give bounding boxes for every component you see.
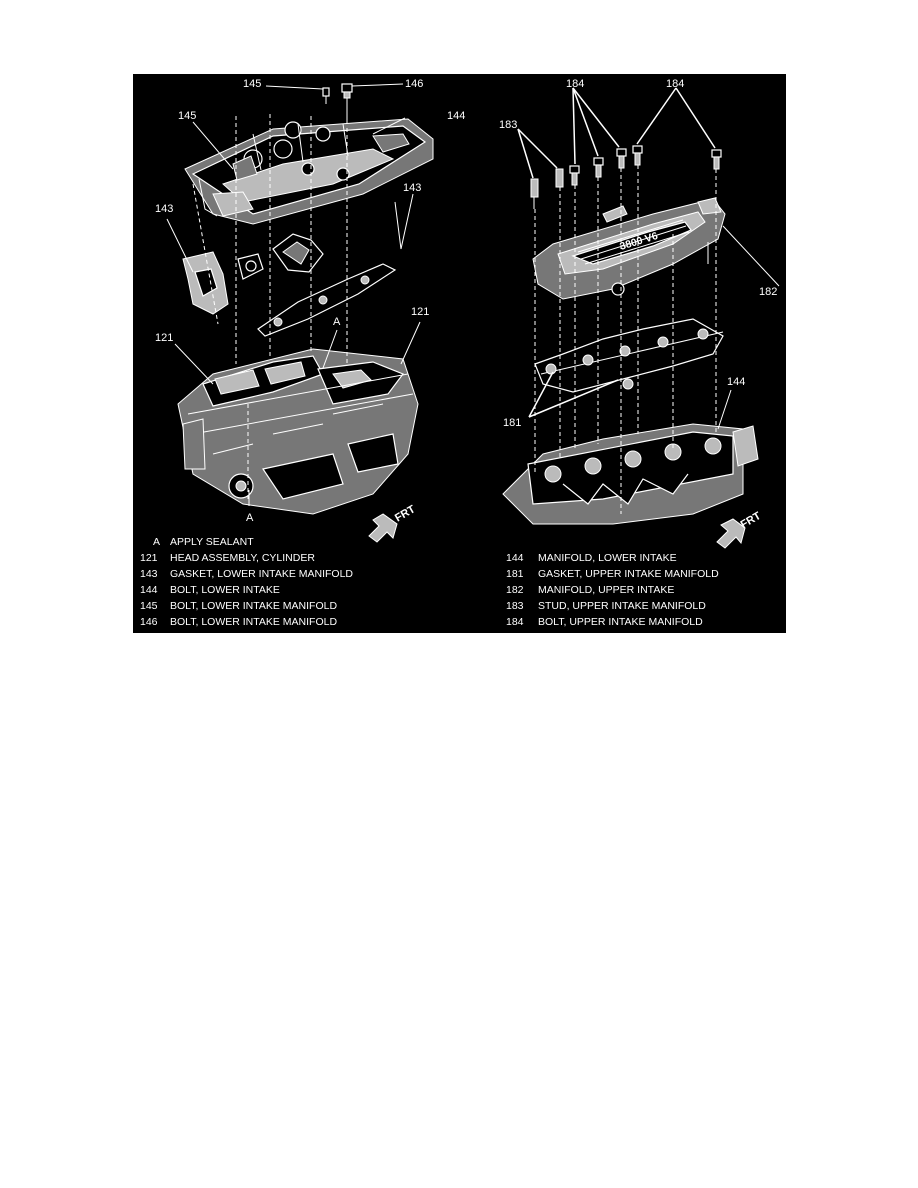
legend-code: 184 [506,616,524,628]
diagram-artwork: FRT 145 146 145 144 143 143 121 121 A A [140,78,780,628]
legend-description: MANIFOLD, LOWER INTAKE [538,552,677,564]
bolts-184 [569,145,722,186]
legend-code: 182 [506,584,524,596]
upper-intake-manifold-182: 3800 V6 [532,197,726,300]
callout-184-right: 184 [666,78,684,90]
legend-code: 144 [140,584,158,596]
legend-description: BOLT, LOWER INTAKE [170,584,280,596]
gasket-143-left [182,251,264,315]
callout-145-top: 145 [243,78,261,90]
legend-description: BOLT, LOWER INTAKE MANIFOLD [170,600,337,612]
callout-144: 144 [727,376,745,388]
callout-145: 145 [178,110,196,122]
bolt-145-top [322,87,330,104]
legend-description: STUD, UPPER INTAKE MANIFOLD [538,600,706,612]
left-alignment-lines [192,114,402,499]
lower-intake-manifold [184,118,434,225]
legend-description: MANIFOLD, UPPER INTAKE [538,584,674,596]
gasket-181 [534,318,724,393]
callout-121-left: 121 [155,332,173,344]
frt-label-left: FRT [393,503,418,524]
left-leader-lines [166,83,421,506]
frt-arrow-right: FRT [716,510,764,549]
right-panel-upper-intake: 3800 V6 [499,78,780,549]
legend-code: 121 [140,552,158,564]
lower-intake-manifold-144 [502,423,759,525]
cylinder-head-121 [177,348,419,515]
legend-left: A APPLY SEALANT 121 HEAD ASSEMBLY, CYLINDER… [140,536,353,628]
legend-description: GASKET, LOWER INTAKE MANIFOLD [170,568,353,580]
legend-description: BOLT, UPPER INTAKE MANIFOLD [538,616,703,628]
callout-146: 146 [405,78,423,90]
legend-right: 144 MANIFOLD, LOWER INTAKE 181 GASKET, UPPE… [506,552,719,628]
legend-code: 144 [506,552,524,564]
legend-description: BOLT, LOWER INTAKE MANIFOLD [170,616,337,628]
gasket-143-right [257,233,397,337]
left-panel-lower-intake: FRT 145 146 145 144 143 143 121 121 A A [155,78,465,543]
legend-description: APPLY SEALANT [170,536,254,548]
callout-182: 182 [759,286,777,298]
frt-label-right: FRT [739,510,764,531]
stud-183 [530,168,564,209]
legend-code: 183 [506,600,524,612]
callout-144: 144 [447,110,465,122]
legend-code: A [153,536,160,548]
legend-description: GASKET, UPPER INTAKE MANIFOLD [538,568,719,580]
legend-code: 145 [140,600,158,612]
callout-A-upper: A [333,316,341,328]
exploded-view-figure: FRT 145 146 145 144 143 143 121 121 A A [133,74,786,633]
bolt-146 [341,83,353,126]
callout-143-right: 143 [403,182,421,194]
callout-184-left: 184 [566,78,584,90]
callout-A-lower: A [246,512,254,524]
legend-code: 146 [140,616,158,628]
callout-181: 181 [503,417,521,429]
right-leader-lines [517,87,780,430]
right-alignment-lines [534,165,717,514]
callout-143-left: 143 [155,203,173,215]
callout-121-right: 121 [411,306,429,318]
legend-code: 181 [506,568,524,580]
legend-code: 143 [140,568,158,580]
callout-183: 183 [499,119,517,131]
legend-description: HEAD ASSEMBLY, CYLINDER [170,552,315,564]
frt-arrow-left: FRT [368,503,418,543]
